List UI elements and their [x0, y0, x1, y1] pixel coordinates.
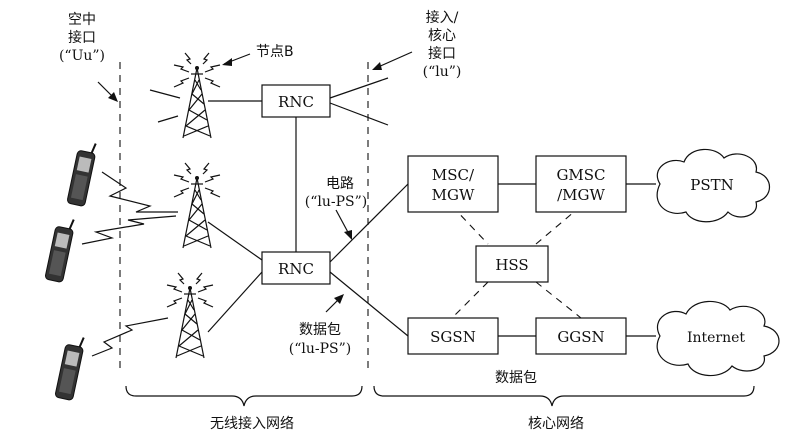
- svg-text:PSTN: PSTN: [690, 176, 734, 194]
- tower-icon-top: [173, 52, 221, 139]
- svg-text:(“lu-PS”): (“lu-PS”): [289, 341, 351, 357]
- svg-text:RNC: RNC: [278, 260, 314, 278]
- svg-text:(“lu”): (“lu”): [423, 64, 462, 80]
- svg-text:空中: 空中: [68, 12, 96, 28]
- packet-bottom-label: 数据包: [495, 370, 537, 386]
- nodeb-label: 节点B: [256, 44, 294, 60]
- gmsc-mgw-box: GMSC /MGW: [535, 155, 627, 213]
- svg-text:核心: 核心: [428, 28, 456, 44]
- packet-link: [329, 271, 409, 337]
- rnc-top-box: RNC: [261, 84, 331, 118]
- phone-icon-1: [67, 143, 97, 207]
- svg-text:HSS: HSS: [495, 256, 528, 274]
- svg-text:(“lu-PS”): (“lu-PS”): [305, 194, 367, 210]
- radio-link-3: [91, 317, 169, 357]
- radio-link-2: [81, 215, 177, 245]
- hss-box: HSS: [475, 245, 549, 283]
- svg-text:/MGW: /MGW: [557, 186, 605, 204]
- sgsn-box: SGSN: [407, 317, 499, 355]
- ran-label: 无线接入网络: [210, 415, 294, 432]
- air-interface-label: 空中 接口 (“Uu”): [59, 12, 105, 64]
- svg-text:RNC: RNC: [278, 93, 314, 111]
- ggsn-box: GGSN: [535, 317, 627, 355]
- core-label: 核心网络: [528, 416, 584, 432]
- ran-brace: [125, 385, 363, 407]
- svg-text:SGSN: SGSN: [430, 328, 476, 346]
- svg-text:数据包: 数据包: [299, 322, 341, 338]
- svg-text:接口: 接口: [428, 45, 456, 62]
- svg-text:Internet: Internet: [687, 330, 745, 346]
- internet-cloud: Internet: [656, 300, 780, 377]
- svg-text:GMSC: GMSC: [556, 166, 605, 184]
- svg-text:接入/: 接入/: [426, 9, 459, 26]
- access-core-interface-label: 接入/ 核心 接口 (“lu”): [423, 9, 462, 80]
- packet-mid-label: 数据包 (“lu-PS”): [289, 322, 351, 357]
- rnc-mid-box: RNC: [261, 251, 331, 285]
- msc-mgw-box: MSC/ MGW: [407, 155, 499, 213]
- svg-text:GGSN: GGSN: [557, 328, 604, 346]
- circuit-label: 电路 (“lu-PS”): [305, 176, 367, 210]
- core-brace: [373, 385, 755, 407]
- phone-icon-3: [55, 337, 85, 401]
- tower-icon-bottom: [166, 272, 214, 359]
- tower-icon-mid: [173, 162, 221, 249]
- circuit-link: [329, 183, 409, 263]
- radio-link-1: [101, 171, 178, 213]
- svg-text:MSC/: MSC/: [432, 166, 475, 184]
- phone-icon-2: [45, 219, 75, 283]
- svg-text:(“Uu”): (“Uu”): [59, 48, 105, 64]
- svg-text:接口: 接口: [68, 29, 96, 46]
- svg-text:MGW: MGW: [432, 186, 475, 204]
- pstn-cloud: PSTN: [656, 148, 771, 223]
- svg-text:电路: 电路: [326, 176, 354, 192]
